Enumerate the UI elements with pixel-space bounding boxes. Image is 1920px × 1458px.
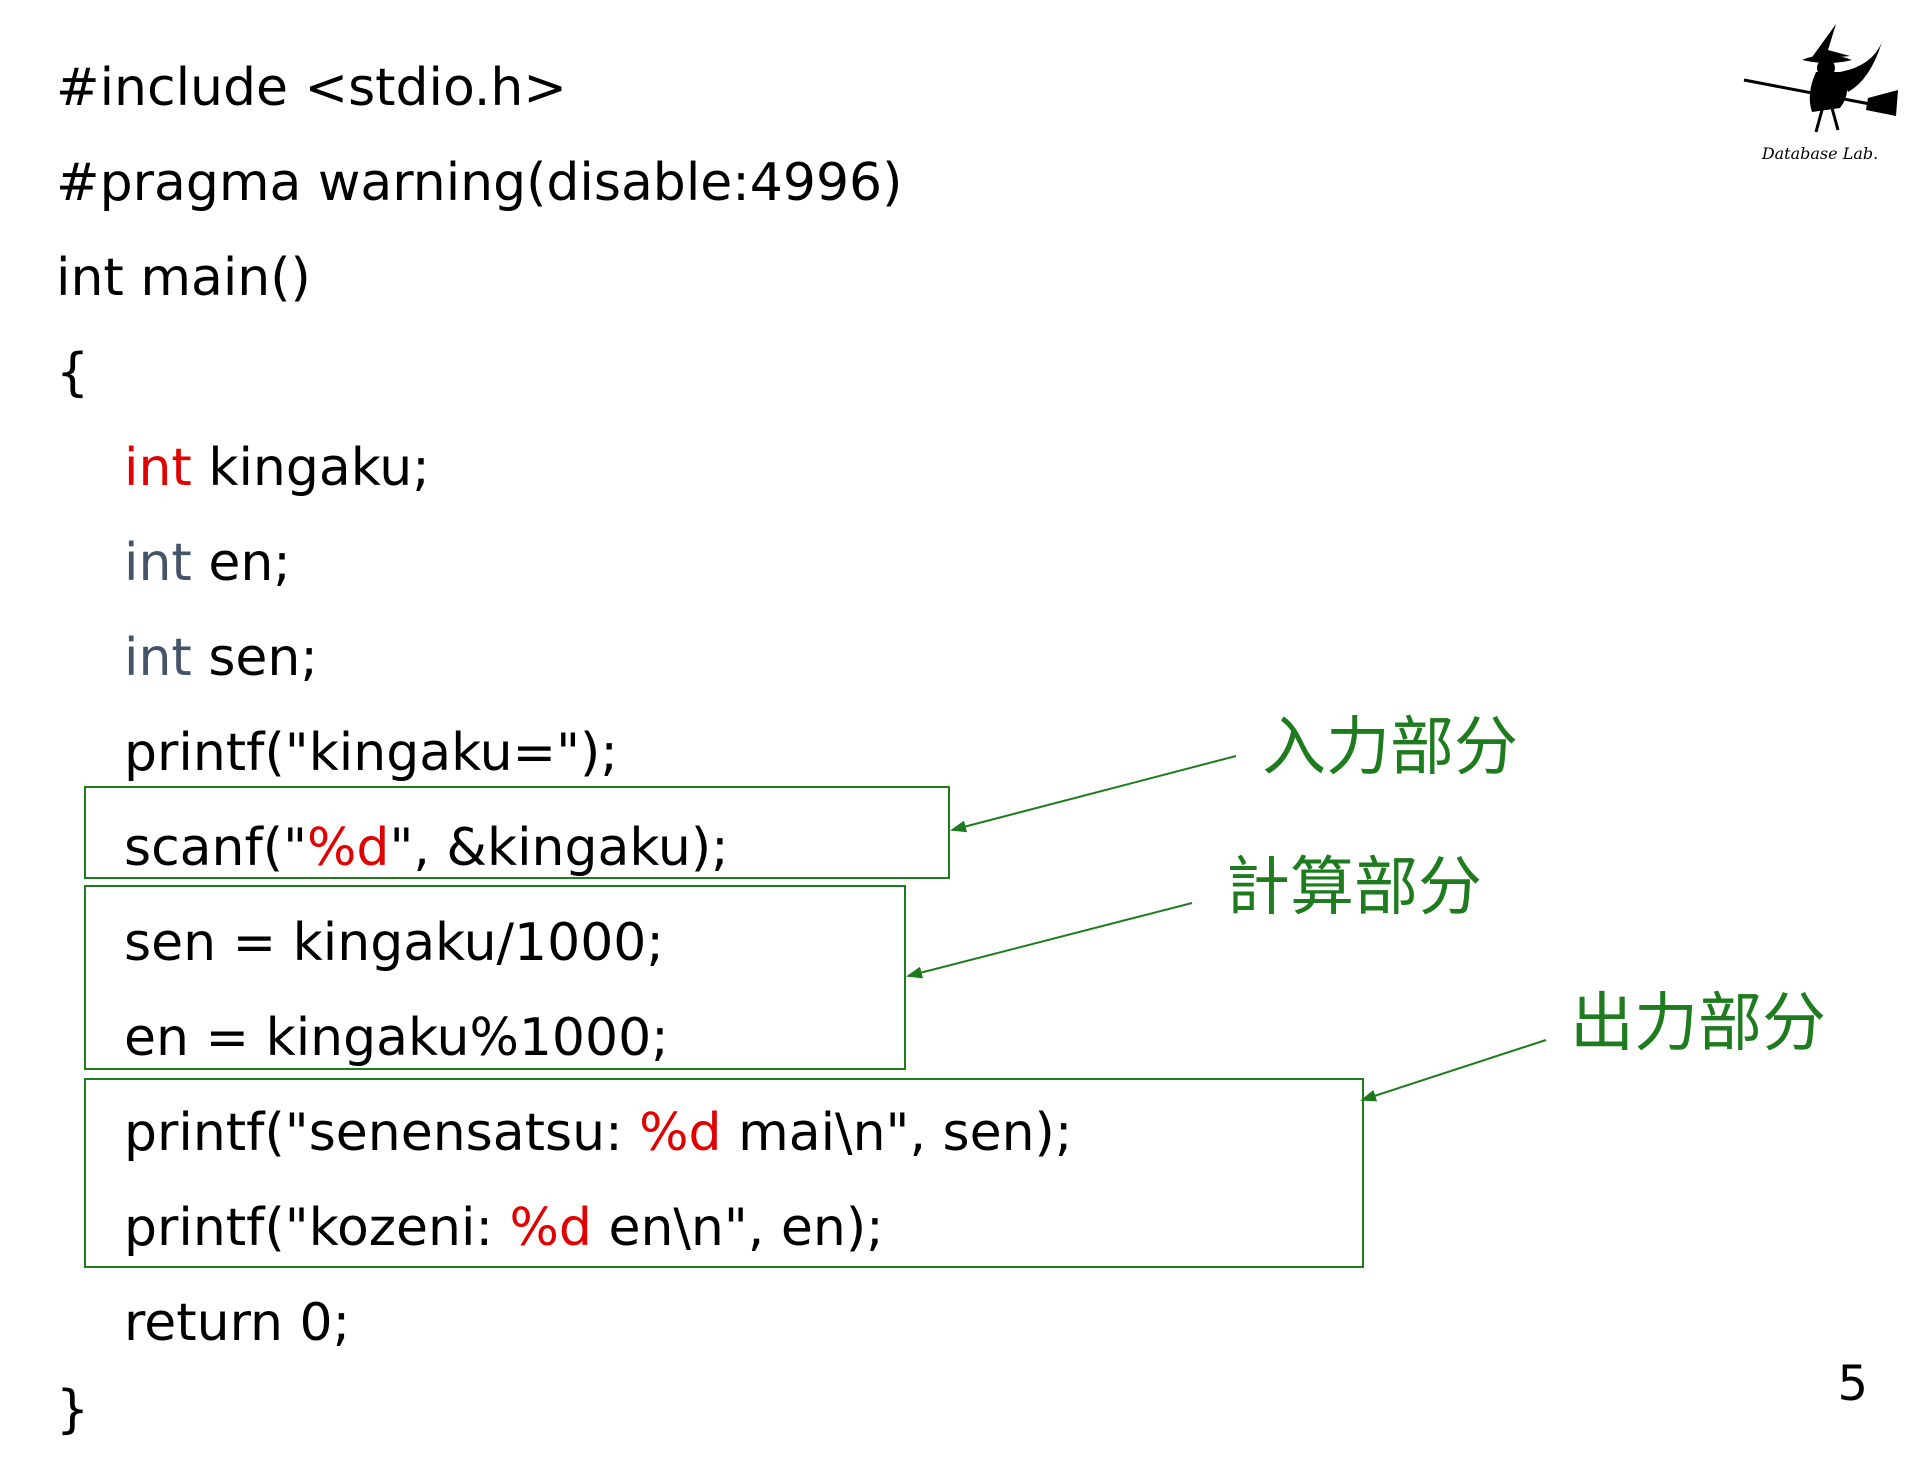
format-specifier: %d (509, 1198, 592, 1258)
code-line-main: int main() (56, 248, 311, 308)
decl-rest: sen; (191, 628, 318, 688)
code-line-decl-sen: int sen; (124, 610, 318, 706)
code-segment: ", &kingaku); (389, 818, 729, 878)
keyword-int: int (124, 533, 192, 593)
code-line-en-calc: en = kingaku%1000; (124, 1008, 669, 1068)
code-line-include: #include <stdio.h> (56, 58, 567, 118)
calc-section-box (84, 885, 906, 1070)
output-section-box (84, 1078, 1364, 1268)
format-specifier: %d (639, 1103, 722, 1163)
code-line-close-brace: } (56, 1380, 90, 1440)
decl-rest: en; (191, 533, 291, 593)
witch-on-broom-icon (1743, 24, 1898, 133)
input-section-box (84, 786, 950, 879)
code-line-return: return 0; (124, 1293, 351, 1353)
code-segment: printf("kozeni: (124, 1198, 510, 1258)
code-segment: printf("senensatsu: (124, 1103, 640, 1163)
code-segment: en\n", en); (591, 1198, 884, 1258)
code-line-open-brace: { (56, 343, 90, 403)
calc-label: 計算部分 (1226, 851, 1482, 925)
logo: Database Lab. (1740, 20, 1900, 170)
logo-text: Database Lab. (1761, 144, 1879, 163)
output-label: 出力部分 (1570, 987, 1826, 1061)
code-line-pragma: #pragma warning(disable:4996) (56, 153, 903, 213)
code-line-decl-kingaku: int kingaku; (124, 420, 430, 516)
code-segment: scanf(" (124, 818, 308, 878)
code-line-printf-sen: printf("senensatsu: %d mai\n", sen); (124, 1085, 1072, 1181)
code-segment: mai\n", sen); (721, 1103, 1073, 1163)
calc-arrow (906, 902, 1193, 979)
format-specifier: %d (307, 818, 390, 878)
page-number: 5 (1837, 1356, 1868, 1412)
decl-rest: kingaku; (191, 438, 430, 498)
code-line-printf-prompt: printf("kingaku="); (124, 723, 618, 783)
code-line-decl-en: int en; (124, 515, 291, 611)
input-label: 入力部分 (1262, 711, 1518, 785)
keyword-int: int (124, 438, 192, 498)
input-arrow (950, 755, 1237, 833)
code-line-printf-en: printf("kozeni: %d en\n", en); (124, 1180, 884, 1276)
code-line-sen-calc: sen = kingaku/1000; (124, 913, 664, 973)
output-arrow (1360, 1039, 1547, 1102)
code-line-scanf: scanf("%d", &kingaku); (124, 800, 729, 896)
keyword-int: int (124, 628, 192, 688)
